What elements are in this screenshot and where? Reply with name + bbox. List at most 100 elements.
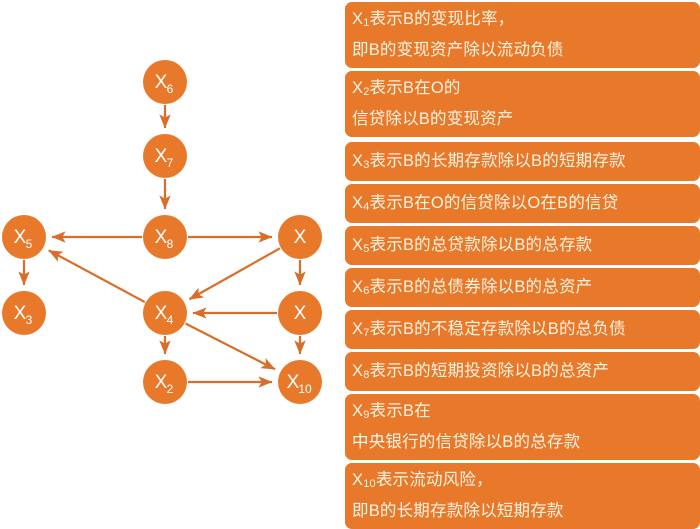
legend-variable-letter: X	[352, 471, 364, 489]
node-label: X	[14, 227, 27, 248]
node-label-subscript: 5	[26, 237, 33, 251]
legend-variable-subscript: 7	[363, 327, 370, 339]
legend-variable-id: X1	[352, 4, 370, 37]
legend-variable-subscript: 3	[363, 159, 370, 171]
legend-line: X10表示流动风险，	[352, 465, 693, 496]
legend-text: 表示流动风险，	[375, 471, 493, 489]
legend-text: 表示B的变现比率，	[369, 10, 515, 28]
legend-variable-letter: X	[352, 194, 364, 212]
legend-variable-id: X6	[352, 272, 370, 305]
node-label-subscript: 7	[167, 156, 174, 170]
legend-variable-id: X9	[352, 396, 370, 429]
graph-edge-x9-to-x4	[188, 247, 281, 301]
legend-line: X2表示B在O的	[352, 73, 693, 104]
legend-line: X3表示B的长期存款除以B的短期存款	[352, 146, 693, 177]
node-label: X	[155, 146, 168, 167]
legend-line: 即B的长期存款除以短期存款	[352, 496, 693, 527]
graph-edge-x4-to-x5	[48, 249, 146, 304]
legend-variable-subscript: 1	[363, 17, 370, 29]
legend-variable-letter: X	[352, 320, 364, 338]
graph-node-x10[interactable]: X10	[278, 360, 322, 404]
legend-variable-subscript: 9	[363, 409, 370, 421]
legend-item-x8: X8表示B的短期投资除以B的总资产	[345, 352, 700, 391]
legend-item-x3: X3表示B的长期存款除以B的短期存款	[345, 142, 700, 181]
node-circle	[2, 291, 46, 335]
node-label: X	[155, 303, 168, 324]
legend-item-x10: X10表示流动风险， 即B的长期存款除以短期存款	[345, 463, 700, 529]
legend-text: 表示B的短期投资除以B的总资产	[369, 362, 610, 380]
legend-variable-letter: X	[352, 236, 364, 254]
node-circle	[278, 360, 322, 404]
legend-variable-subscript: 6	[363, 285, 370, 297]
node-label-subscript: 8	[167, 237, 174, 251]
legend-line: X9表示B在	[352, 396, 693, 427]
legend-variable-id: X4	[352, 188, 370, 221]
legend-variable-id: X10	[352, 465, 376, 498]
graph-edge-x4-to-x10	[184, 322, 276, 371]
legend-variable-subscript: 10	[363, 478, 376, 490]
legend-line: X6表示B的总债券除以B的总资产	[352, 272, 693, 303]
legend-line: X7表示B的不稳定存款除以B的总负债	[352, 314, 693, 345]
node-label: X	[14, 303, 27, 324]
graph-node-x9[interactable]: X	[278, 215, 322, 259]
node-circle	[143, 134, 187, 178]
legend-text: 即B的变现资产除以流动负债	[352, 41, 564, 59]
legend-variable-subscript: 2	[363, 86, 370, 98]
node-circle	[278, 291, 322, 335]
legend-variable-letter: X	[352, 362, 364, 380]
legend-variable-id: X2	[352, 73, 370, 106]
legend-text: 表示B的长期存款除以B的短期存款	[369, 152, 626, 170]
legend-text: 表示B在O的信贷除以O在B的信贷	[369, 194, 619, 212]
node-label-subscript: 10	[298, 382, 312, 396]
node-circle	[143, 60, 187, 104]
node-label: X	[155, 372, 168, 393]
legend-variable-letter: X	[352, 278, 364, 296]
legend-item-x7: X7表示B的不稳定存款除以B的总负债	[345, 310, 700, 349]
legend-variable-letter: X	[352, 79, 364, 97]
legend-variable-id: X5	[352, 230, 370, 263]
legend-text: 表示B在	[369, 402, 431, 420]
legend-text: 即B的长期存款除以短期存款	[352, 502, 564, 520]
node-circle	[143, 215, 187, 259]
legend-variable-letter: X	[352, 10, 364, 28]
node-label: X	[287, 372, 300, 393]
legend-variable-letter: X	[352, 402, 364, 420]
node-circle	[143, 291, 187, 335]
legend-line: X4表示B在O的信贷除以O在B的信贷	[352, 188, 693, 219]
node-circle	[2, 215, 46, 259]
node-label: X	[294, 227, 307, 248]
legend-item-x9: X9表示B在中央银行的信贷除以B的总存款	[345, 394, 700, 460]
node-label: X	[155, 72, 168, 93]
legend-text: 中央银行的信贷除以B的总存款	[352, 433, 581, 451]
node-label-subscript: 2	[167, 382, 174, 396]
legend-variable-letter: X	[352, 152, 364, 170]
legend-variable-subscript: 5	[363, 243, 370, 255]
node-circle	[278, 215, 322, 259]
legend-variable-subscript: 8	[363, 369, 370, 381]
node-label: X	[155, 227, 168, 248]
graph-node-x1[interactable]: X	[278, 291, 322, 335]
legend-variable-id: X8	[352, 356, 370, 389]
legend-text: 表示B的总贷款除以B的总存款	[369, 236, 593, 254]
graph-edges	[18, 105, 306, 388]
legend-text: 表示B的不稳定存款除以B的总负债	[369, 320, 626, 338]
legend-line: X5表示B的总贷款除以B的总存款	[352, 230, 693, 261]
legend-text: 表示B的总债券除以B的总资产	[369, 278, 593, 296]
legend-line: X8表示B的短期投资除以B的总资产	[352, 356, 693, 387]
legend-text: 表示B在O的	[369, 79, 461, 97]
legend-line: 中央银行的信贷除以B的总存款	[352, 427, 693, 458]
legend-text: 信贷除以B的变现资产	[352, 110, 514, 128]
legend-line: 即B的变现资产除以流动负债	[352, 35, 693, 66]
node-circle	[143, 360, 187, 404]
